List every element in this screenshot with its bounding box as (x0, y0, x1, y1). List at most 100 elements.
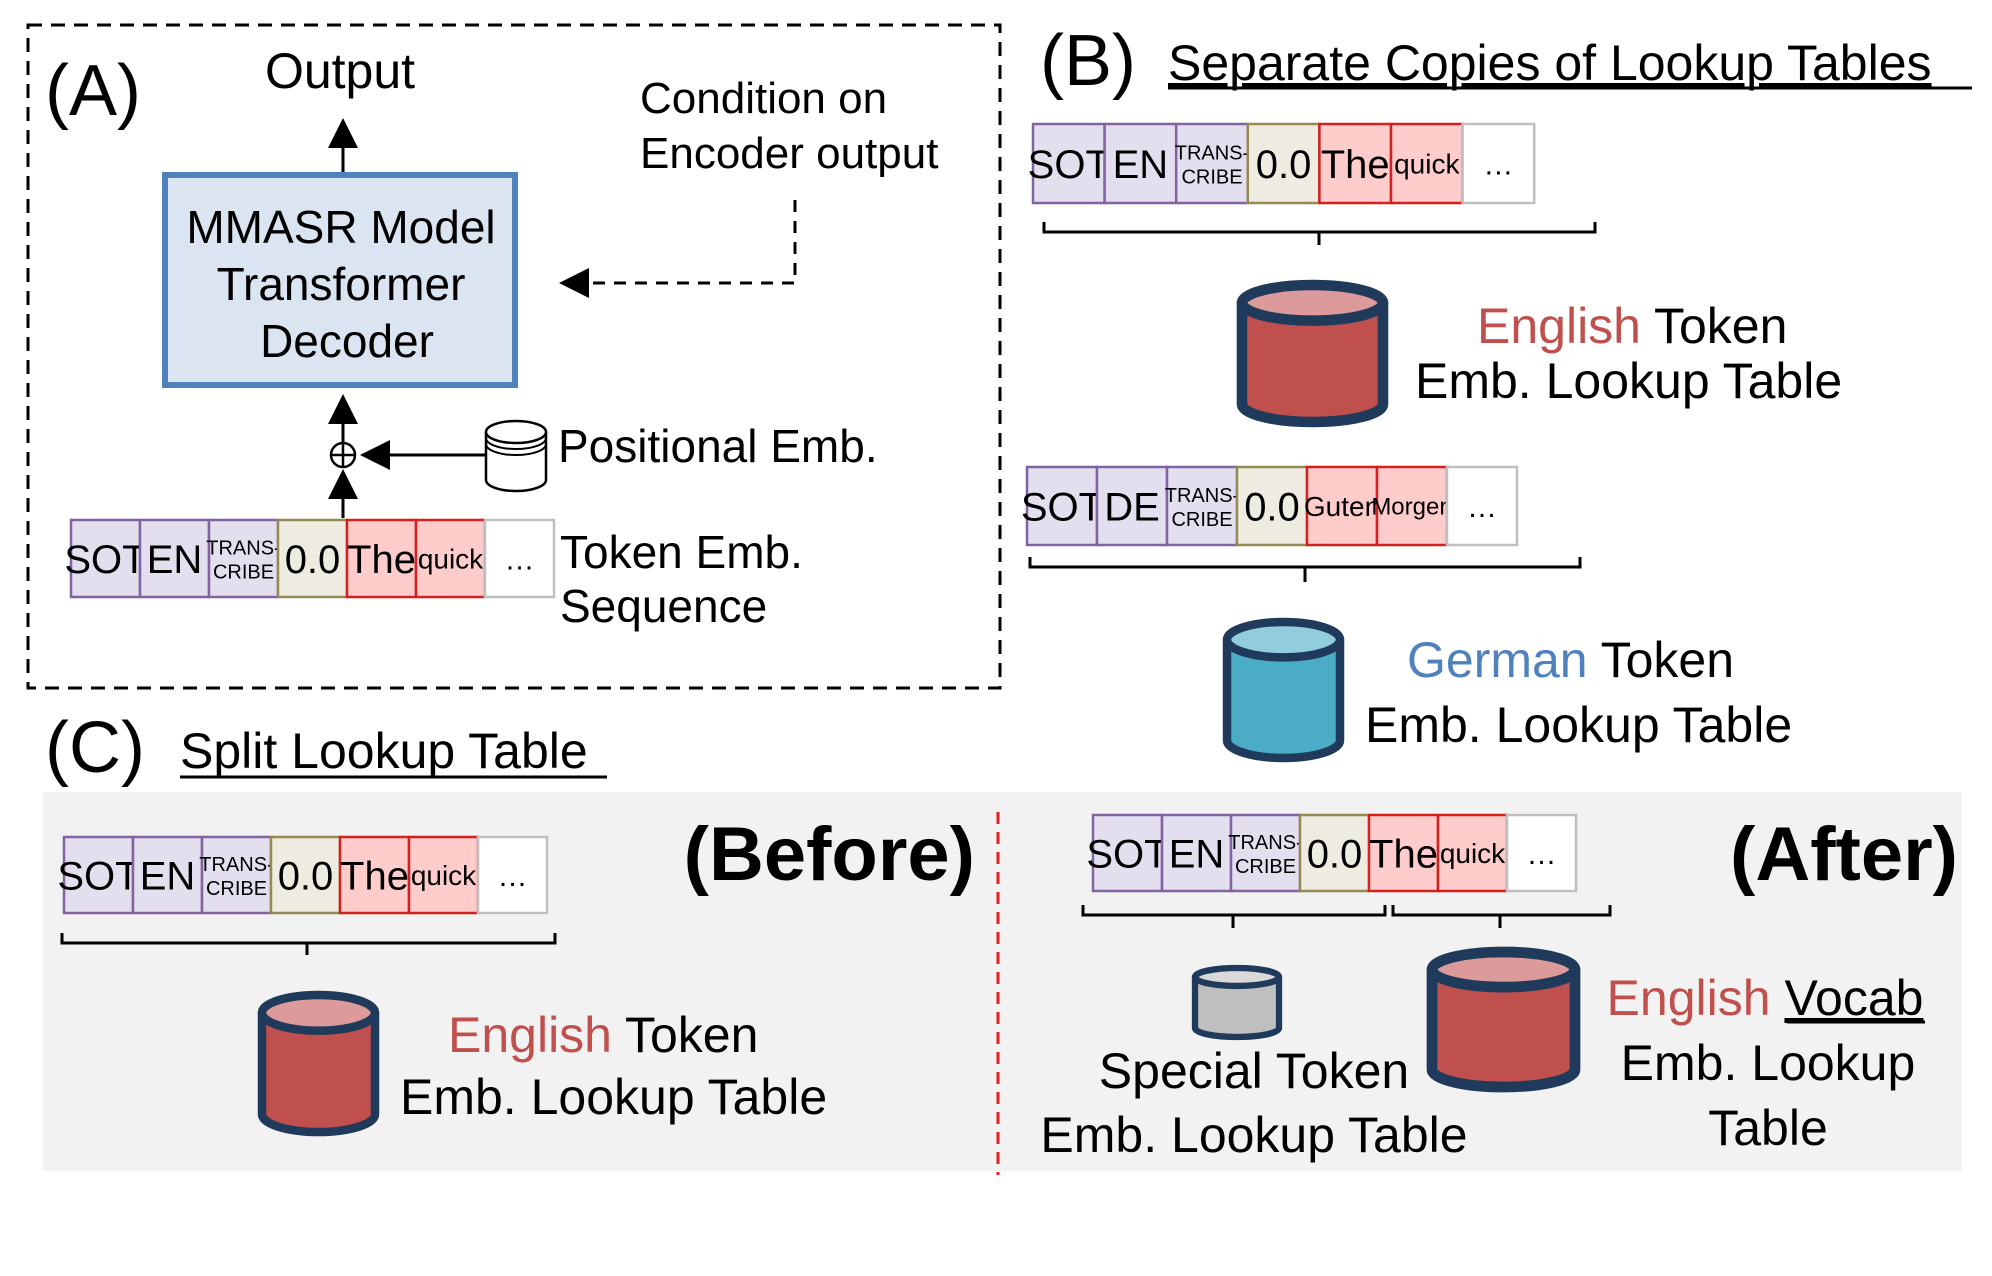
vocab-table-line-2: Emb. Lookup (1621, 1035, 1916, 1091)
token-cell: The (1367, 813, 1440, 893)
token-cell: SOT (57, 835, 140, 915)
token-cell-box (414, 518, 487, 599)
cylinder-lid (1236, 279, 1389, 326)
before-lang-word: English (448, 1007, 612, 1063)
token-cell: The (345, 518, 418, 599)
token-cell: 0.0 (1235, 465, 1309, 547)
token-cell: EN (131, 835, 204, 915)
token-cell: TRANS-CRIBE (1165, 465, 1239, 547)
cylinder-body (1426, 964, 1581, 1093)
token-text: DE (1104, 485, 1160, 529)
token-cell: SOT (1086, 813, 1169, 893)
condition-line-1: Condition on (640, 74, 887, 123)
token-cell-box (1318, 122, 1393, 205)
token-text: TRANS- (206, 538, 280, 560)
token-cell: quick (407, 835, 480, 915)
panel-a-label: (A) (45, 51, 141, 131)
token-cell-box (1461, 122, 1536, 205)
token-cell: EN (1103, 122, 1178, 205)
decoder-box (162, 172, 518, 388)
positional-cylinder-icon (484, 419, 548, 493)
before-label: (Before) (684, 812, 975, 897)
token-cell-box (1305, 465, 1379, 547)
token-cell-box (1235, 465, 1309, 547)
vocab-table-line-3: Table (1708, 1100, 1828, 1156)
token-text: 0.0 (278, 854, 334, 898)
cylinder-lid (257, 990, 380, 1035)
token-text: quick (411, 860, 477, 891)
cylinder-body (1191, 973, 1283, 1041)
panel-c-label: (C) (45, 708, 145, 788)
panel-a: (A) Output MMASR Model Transformer Decod… (26, 23, 1002, 690)
brace-b-german (1028, 557, 1582, 582)
token-cell-box (269, 835, 342, 915)
german-cylinder-icon (1222, 617, 1345, 763)
token-cell: … (1445, 465, 1519, 547)
token-text: TRANS- (1165, 485, 1239, 507)
special-table-line-2: Emb. Lookup Table (1040, 1107, 1467, 1163)
token-text: quick (418, 544, 484, 575)
token-cell-box (1025, 465, 1099, 547)
vocab-lang-word: English (1607, 970, 1771, 1026)
token-text: The (1321, 143, 1390, 187)
token-text: EN (140, 854, 196, 898)
token-cell: 0.0 (269, 835, 342, 915)
token-text: … (498, 860, 528, 893)
english-table-line-1: English Token (1477, 298, 1787, 354)
token-cell-box (1031, 122, 1106, 205)
english-cylinder-icon (1236, 279, 1389, 428)
token-cell-box (1229, 813, 1302, 893)
brace-c-vocab (1391, 905, 1612, 928)
token-cell-box (1367, 813, 1440, 893)
token-cell-box (338, 835, 411, 915)
cylinder-lid (1426, 946, 1581, 993)
token-text: EN (147, 538, 203, 582)
token-text: quick (1394, 149, 1460, 180)
token-text: 0.0 (1256, 143, 1312, 187)
panel-a-dashed-border (26, 23, 1002, 690)
token-text: … (1527, 838, 1557, 871)
decoder-line-2: Transformer (217, 258, 466, 310)
special-cylinder-icon (1191, 964, 1283, 1041)
token-text: CRIBE (1171, 509, 1232, 531)
token-text: The (340, 854, 409, 898)
token-cell: … (476, 835, 549, 915)
cylinder-body (1222, 635, 1345, 763)
vocab-table-line-1: English Vocab (1607, 970, 1924, 1026)
special-table-line-1: Special Token (1099, 1043, 1409, 1099)
token-cell: TRANS-CRIBE (1228, 813, 1303, 893)
token-seq-line-2: Sequence (560, 580, 767, 632)
token-cell-box (1505, 813, 1578, 893)
token-text: SOT (1086, 832, 1168, 876)
token-seq-line-1: Token Emb. (560, 526, 803, 578)
token-cell: … (1505, 813, 1578, 893)
after-label: (After) (1730, 812, 1958, 897)
token-cell-box (1445, 465, 1519, 547)
token-text: SOT (1028, 143, 1110, 187)
brace-c-before (60, 933, 557, 955)
token-cell: quick (1389, 122, 1464, 205)
brace-c-special (1081, 905, 1387, 928)
token-cell-box (483, 518, 556, 599)
token-cell-box (1298, 813, 1371, 893)
positional-emb-label: Positional Emb. (558, 420, 878, 472)
token-cell: 0.0 (276, 518, 349, 599)
token-text: TRANS- (1175, 143, 1249, 165)
token-cell: 0.0 (1298, 813, 1371, 893)
before-table-line-1: English Token (448, 1007, 758, 1063)
token-cell: … (483, 518, 556, 599)
german-lang-word: German (1407, 632, 1588, 688)
english-lang-word: English (1477, 298, 1641, 354)
token-text: CRIBE (206, 878, 267, 900)
token-cell-box (69, 518, 142, 599)
token-cell: quick (1436, 813, 1509, 893)
token-text: Morgen (1371, 494, 1452, 521)
cylinder-lid (1222, 617, 1345, 662)
token-text: quick (1440, 838, 1506, 869)
token-cell: Morgen (1371, 465, 1453, 547)
